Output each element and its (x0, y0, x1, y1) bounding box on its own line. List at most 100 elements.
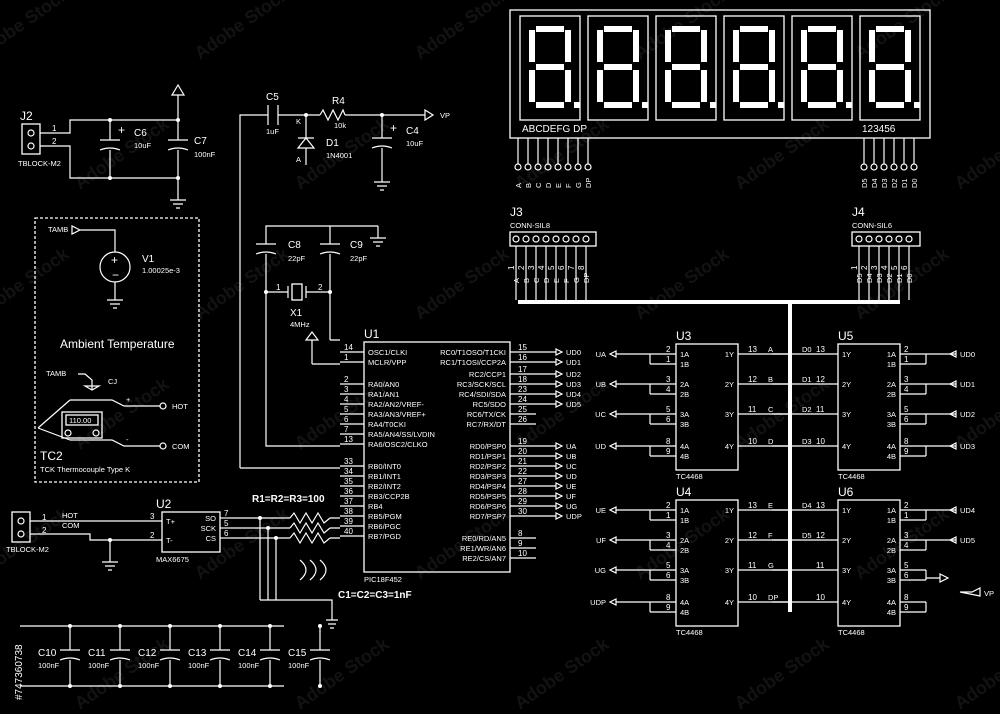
bus-net-label: D2 (802, 405, 812, 414)
driver-pin-number: 10 (748, 593, 757, 602)
driver-ic-part: TC4468 (676, 628, 703, 637)
capacitor-value: 100nF (138, 661, 160, 670)
driver-pin-label: 2A (680, 380, 689, 389)
u1-pin-number: 35 (344, 477, 353, 486)
u1-pin-label: RC0/T1OSO/T1CKI (440, 348, 506, 357)
driver-pin-label: 4A (887, 442, 896, 451)
net-label: UD0 (566, 348, 581, 357)
driver-pin-label: 1B (680, 516, 689, 525)
net-label: UD3 (566, 380, 581, 389)
svg-text:3: 3 (150, 512, 155, 521)
driver-pin-number: 12 (748, 531, 757, 540)
svg-text:TC2: TC2 (40, 449, 63, 463)
net-label: UD0 (960, 350, 975, 359)
display-segment (733, 70, 739, 102)
u1-pin-number: 2 (344, 375, 349, 384)
decimal-point-segment (642, 102, 648, 108)
display-pin-label: D4 (870, 178, 879, 188)
driver-pin-number: 13 (816, 345, 825, 354)
svg-text:2: 2 (150, 531, 155, 540)
driver-pin-number: 8 (666, 437, 671, 446)
display-segment-label: ABCDEFG DP (522, 124, 587, 135)
driver-pin-label: 3Y (842, 410, 851, 419)
u1-pin-number: 10 (518, 549, 527, 558)
svg-text:HOT: HOT (172, 402, 188, 411)
svg-text:+: + (126, 395, 131, 404)
display-segment (604, 64, 632, 70)
driver-pin-number: 11 (748, 561, 757, 570)
connector-pin-label: D4 (865, 273, 874, 283)
connector-pin-number: 2 (517, 265, 526, 270)
capacitor-value: 100nF (88, 661, 110, 670)
svg-text:1: 1 (276, 283, 281, 292)
svg-text:10uF: 10uF (134, 141, 152, 150)
net-label: UD3 (960, 442, 975, 451)
net-label: UC (595, 410, 606, 419)
u1-pin-number: 6 (344, 415, 349, 424)
driver-pin-number: 2 (666, 345, 671, 354)
svg-text:-: - (126, 435, 129, 444)
ambient-label: Ambient Temperature (60, 337, 175, 351)
driver-pin-number: 1 (666, 355, 671, 364)
svg-text:X1: X1 (290, 308, 303, 319)
watermark-text: Adobe Stock (411, 0, 513, 63)
bus-net-label: C (768, 405, 774, 414)
decimal-point-segment (914, 102, 920, 108)
net-label: UF (566, 492, 576, 501)
bus-net-label: G (768, 561, 774, 570)
svg-text:J3: J3 (510, 205, 523, 219)
display-segment (565, 70, 571, 102)
driver-pin-number: 2 (904, 345, 909, 354)
svg-text:TBLOCK-M2: TBLOCK-M2 (6, 545, 49, 554)
u1-pin-number: 15 (518, 343, 527, 352)
svg-text:10k: 10k (334, 121, 346, 130)
connector-pin-label: D3 (875, 273, 884, 283)
display-segment (701, 30, 707, 62)
driver-pin-number: 9 (904, 603, 909, 612)
driver-pin-label: 2Y (725, 380, 734, 389)
driver-pin-number: 1 (904, 355, 909, 364)
driver-pin-label: 1B (887, 516, 896, 525)
svg-text:5: 5 (224, 519, 229, 528)
u1-pin-number: 19 (518, 437, 527, 446)
u1-pin-label: RE0/RD/AN5 (462, 534, 506, 543)
driver-pin-label: 2A (887, 536, 896, 545)
driver-pin-label: 1Y (842, 350, 851, 359)
svg-text:PIC18F452: PIC18F452 (364, 575, 402, 584)
driver-pin-number: 1 (666, 511, 671, 520)
decoupling-capacitors: C10100nFC11100nFC12100nFC13100nFC14100nF… (20, 624, 331, 688)
u1-pin-number: 4 (344, 395, 349, 404)
watermark-text: Adobe Stock (851, 503, 953, 583)
u1-pin-number: 5 (344, 405, 349, 414)
capacitor-ref: C13 (188, 648, 207, 659)
driver-pin-label: 3A (887, 566, 896, 575)
capacitor-ref: C12 (138, 648, 157, 659)
svg-text:SCK: SCK (201, 524, 216, 533)
svg-text:CJ: CJ (108, 377, 117, 386)
display-segment (536, 26, 564, 32)
driver-pin-label: 4Y (842, 598, 851, 607)
u1-pin-label: RA5/AN4/SS/LVDIN (368, 430, 435, 439)
u1-pin-label: RC3/SCK/SCL (457, 380, 506, 389)
driver-pin-number: 5 (666, 405, 671, 414)
net-label: UD2 (960, 410, 975, 419)
net-label: UB (596, 380, 606, 389)
driver-ic-ref: U3 (676, 329, 692, 343)
svg-text:TAMB: TAMB (46, 369, 66, 378)
svg-text:10uF: 10uF (406, 139, 424, 148)
u1-pin-label: RA4/T0CKI (368, 420, 406, 429)
display-segment (597, 70, 603, 102)
u1-pin-label: RB5/PGM (368, 512, 402, 521)
driver-ic-ref: U4 (676, 485, 692, 499)
driver-pin-number: 10 (816, 437, 825, 446)
driver-pin-number: 8 (904, 593, 909, 602)
driver-pin-label: 3A (680, 410, 689, 419)
driver-pin-number: 12 (748, 375, 757, 384)
watermark-text: Adobe Stock (951, 113, 1000, 193)
u1-pin-label: RC4/SDI/SDA (459, 390, 506, 399)
display-segment (876, 102, 904, 108)
svg-text:R4: R4 (332, 96, 345, 107)
display-segment (672, 26, 700, 32)
driver-pin-number: 4 (666, 385, 671, 394)
driver-pin-label: 1A (887, 506, 896, 515)
